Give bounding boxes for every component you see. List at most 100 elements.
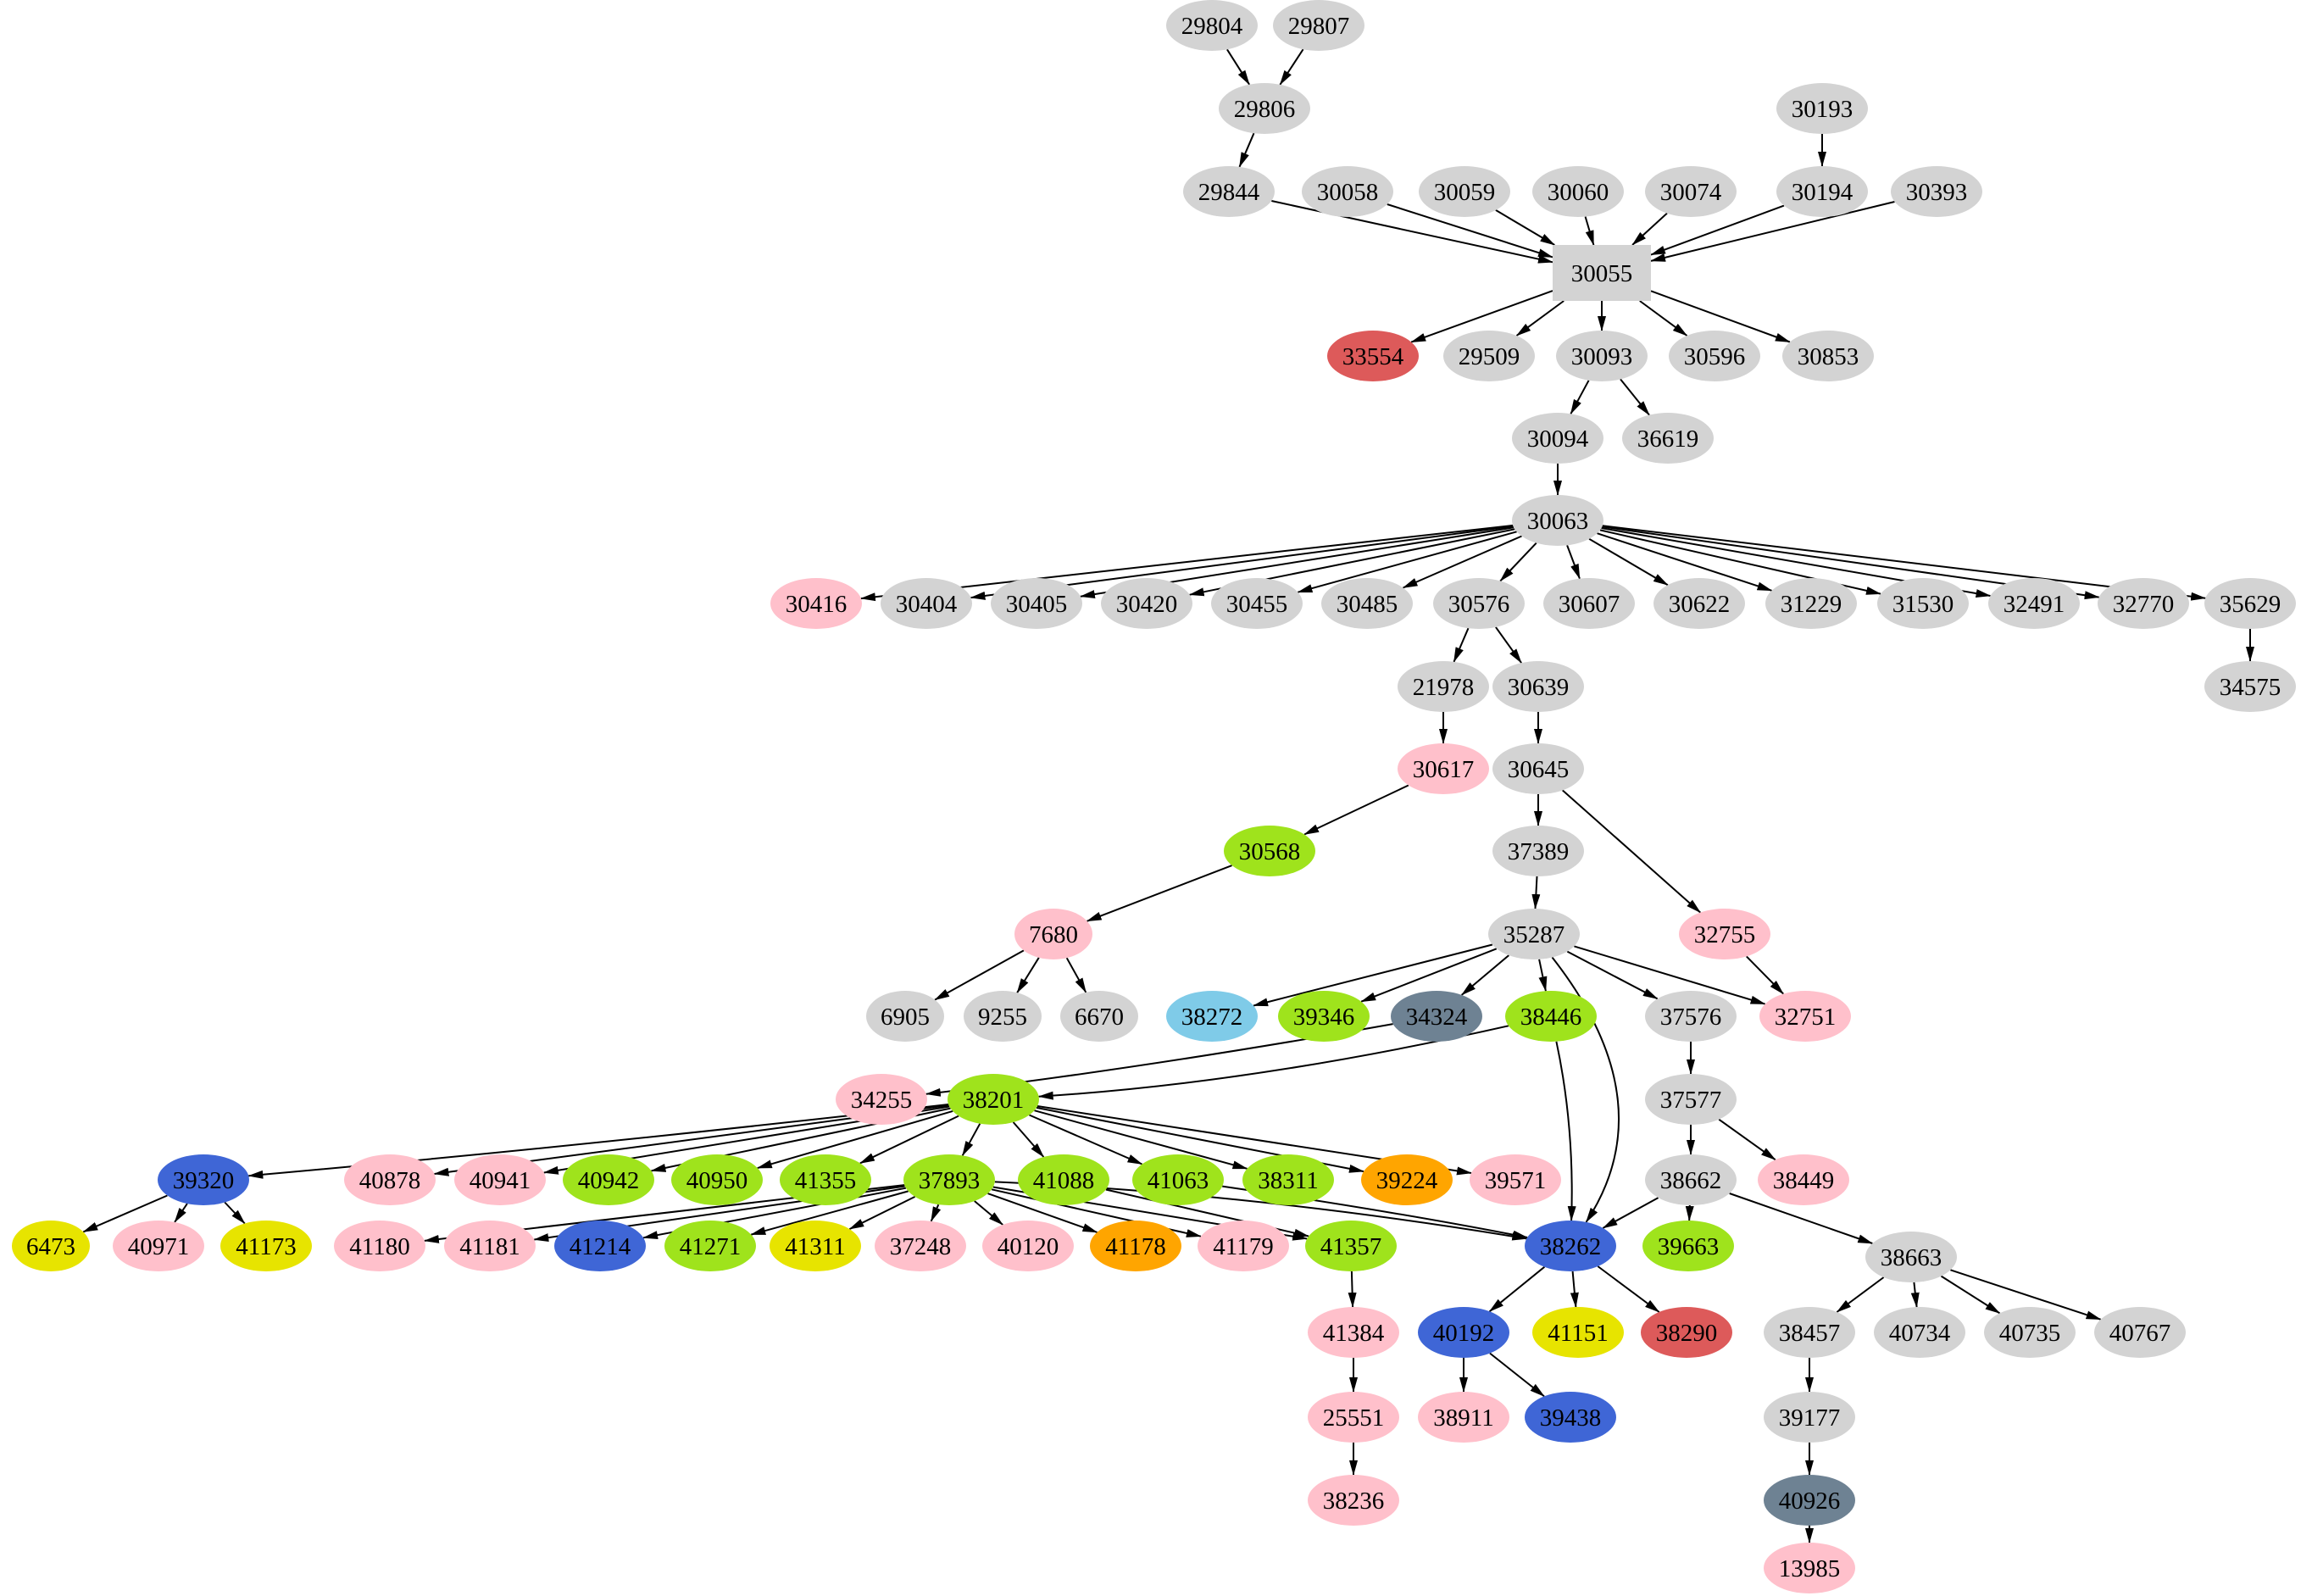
node-shape-41181[interactable]	[444, 1221, 536, 1271]
node-shape-38663[interactable]	[1865, 1232, 1957, 1282]
node-shape-33554[interactable]	[1327, 331, 1419, 381]
node-shape-40926[interactable]	[1764, 1475, 1855, 1526]
node-40941[interactable]: 40941	[454, 1154, 546, 1205]
node-shape-41151[interactable]	[1532, 1307, 1624, 1358]
node-30485[interactable]: 30485	[1321, 578, 1413, 629]
node-41355[interactable]: 41355	[780, 1154, 871, 1205]
node-30596[interactable]: 30596	[1669, 331, 1760, 381]
node-shape-13985[interactable]	[1764, 1543, 1855, 1593]
node-shape-38236[interactable]	[1308, 1475, 1399, 1526]
node-38911[interactable]: 38911	[1418, 1392, 1509, 1443]
node-shape-30485[interactable]	[1321, 578, 1413, 629]
node-38272[interactable]: 38272	[1166, 991, 1258, 1042]
node-shape-38272[interactable]	[1166, 991, 1258, 1042]
node-shape-30060[interactable]	[1532, 166, 1624, 217]
node-41214[interactable]: 41214	[554, 1221, 646, 1271]
node-39177[interactable]: 39177	[1764, 1392, 1855, 1443]
node-41311[interactable]: 41311	[770, 1221, 861, 1271]
node-shape-31530[interactable]	[1877, 578, 1969, 629]
node-38449[interactable]: 38449	[1758, 1154, 1849, 1205]
node-shape-40120[interactable]	[982, 1221, 1074, 1271]
node-41181[interactable]: 41181	[444, 1221, 536, 1271]
node-shape-32770[interactable]	[2098, 578, 2189, 629]
node-30853[interactable]: 30853	[1782, 331, 1874, 381]
node-29806[interactable]: 29806	[1219, 83, 1310, 134]
node-shape-38262[interactable]	[1525, 1221, 1616, 1271]
node-37248[interactable]: 37248	[875, 1221, 966, 1271]
node-38290[interactable]: 38290	[1641, 1307, 1732, 1358]
node-34324[interactable]: 34324	[1391, 991, 1482, 1042]
node-shape-34324[interactable]	[1391, 991, 1482, 1042]
node-6473[interactable]: 6473	[12, 1221, 90, 1271]
node-shape-30568[interactable]	[1224, 826, 1315, 876]
node-40734[interactable]: 40734	[1874, 1307, 1965, 1358]
node-shape-40971[interactable]	[113, 1221, 204, 1271]
node-32751[interactable]: 32751	[1759, 991, 1851, 1042]
node-shape-30405[interactable]	[991, 578, 1082, 629]
node-shape-30059[interactable]	[1419, 166, 1510, 217]
node-shape-30596[interactable]	[1669, 331, 1760, 381]
node-25551[interactable]: 25551	[1308, 1392, 1399, 1443]
node-35287[interactable]: 35287	[1488, 909, 1580, 959]
node-shape-30639[interactable]	[1492, 661, 1584, 712]
node-shape-30416[interactable]	[770, 578, 862, 629]
node-30404[interactable]: 30404	[881, 578, 972, 629]
node-shape-6670[interactable]	[1060, 991, 1138, 1042]
node-38446[interactable]: 38446	[1505, 991, 1597, 1042]
node-shape-39224[interactable]	[1361, 1154, 1453, 1205]
node-shape-30194[interactable]	[1776, 166, 1868, 217]
node-shape-39177[interactable]	[1764, 1392, 1855, 1443]
node-40767[interactable]: 40767	[2094, 1307, 2186, 1358]
node-shape-30576[interactable]	[1433, 578, 1525, 629]
node-33554[interactable]: 33554	[1327, 331, 1419, 381]
node-shape-38311[interactable]	[1242, 1154, 1334, 1205]
node-shape-41180[interactable]	[334, 1221, 425, 1271]
node-shape-37248[interactable]	[875, 1221, 966, 1271]
node-21978[interactable]: 21978	[1398, 661, 1489, 712]
node-shape-40878[interactable]	[344, 1154, 436, 1205]
node-shape-38449[interactable]	[1758, 1154, 1849, 1205]
node-9255[interactable]: 9255	[964, 991, 1042, 1042]
node-38311[interactable]: 38311	[1242, 1154, 1334, 1205]
node-38662[interactable]: 38662	[1645, 1154, 1737, 1205]
node-shape-37577[interactable]	[1645, 1074, 1737, 1125]
node-13985[interactable]: 13985	[1764, 1543, 1855, 1593]
node-shape-41178[interactable]	[1090, 1221, 1181, 1271]
node-shape-6473[interactable]	[12, 1221, 90, 1271]
node-shape-9255[interactable]	[964, 991, 1042, 1042]
node-6670[interactable]: 6670	[1060, 991, 1138, 1042]
node-34575[interactable]: 34575	[2204, 661, 2296, 712]
node-32491[interactable]: 32491	[1988, 578, 2080, 629]
node-41384[interactable]: 41384	[1308, 1307, 1399, 1358]
node-shape-41088[interactable]	[1018, 1154, 1109, 1205]
node-shape-39346[interactable]	[1278, 991, 1370, 1042]
node-shape-29807[interactable]	[1273, 0, 1364, 51]
node-shape-41357[interactable]	[1305, 1221, 1397, 1271]
node-shape-7680[interactable]	[1014, 909, 1092, 959]
node-shape-39663[interactable]	[1642, 1221, 1734, 1271]
node-shape-38457[interactable]	[1764, 1307, 1855, 1358]
node-37577[interactable]: 37577	[1645, 1074, 1737, 1125]
node-29804[interactable]: 29804	[1166, 0, 1258, 51]
node-37893[interactable]: 37893	[903, 1154, 995, 1205]
node-shape-37893[interactable]	[903, 1154, 995, 1205]
node-30194[interactable]: 30194	[1776, 166, 1868, 217]
node-30416[interactable]: 30416	[770, 578, 862, 629]
node-shape-21978[interactable]	[1398, 661, 1489, 712]
node-30405[interactable]: 30405	[991, 578, 1082, 629]
node-37576[interactable]: 37576	[1645, 991, 1737, 1042]
node-30055[interactable]: 30055	[1553, 245, 1651, 301]
node-30420[interactable]: 30420	[1101, 578, 1192, 629]
node-40950[interactable]: 40950	[671, 1154, 763, 1205]
node-shape-36619[interactable]	[1622, 413, 1714, 464]
node-30455[interactable]: 30455	[1211, 578, 1303, 629]
node-shape-41355[interactable]	[780, 1154, 871, 1205]
node-shape-32491[interactable]	[1988, 578, 2080, 629]
node-41357[interactable]: 41357	[1305, 1221, 1397, 1271]
node-41088[interactable]: 41088	[1018, 1154, 1109, 1205]
node-shape-39571[interactable]	[1470, 1154, 1561, 1205]
node-32770[interactable]: 32770	[2098, 578, 2189, 629]
node-30058[interactable]: 30058	[1302, 166, 1393, 217]
node-shape-35287[interactable]	[1488, 909, 1580, 959]
node-40942[interactable]: 40942	[563, 1154, 654, 1205]
